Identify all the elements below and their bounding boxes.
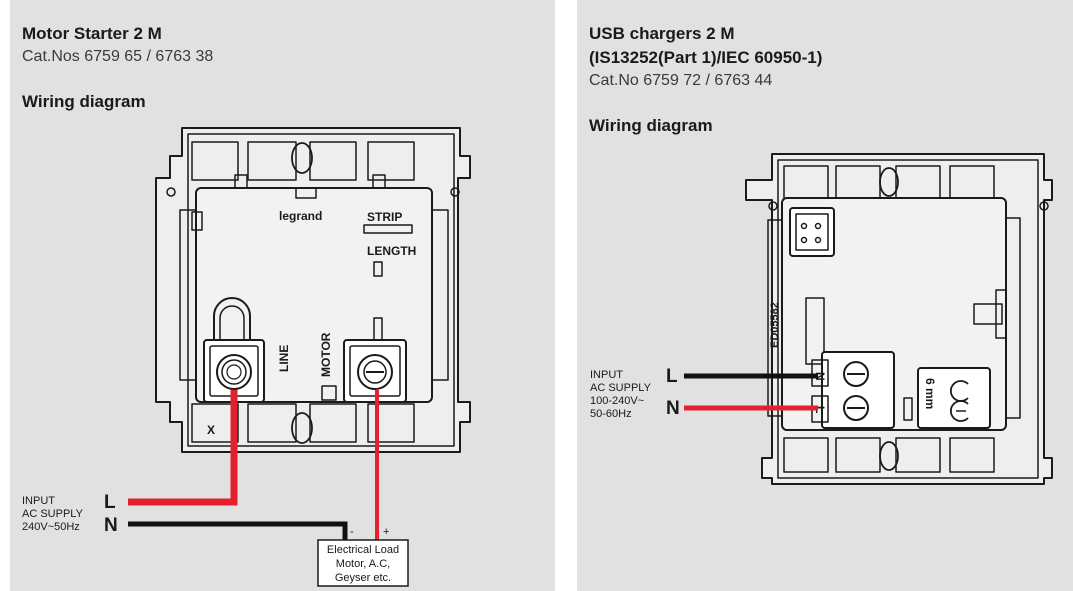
usb-n-label: N [666, 398, 680, 419]
usb-voltage-label: 100-240V~ [590, 395, 644, 407]
load-line-1: Electrical Load [327, 544, 399, 556]
minus-terminal: - [350, 526, 354, 538]
usb-frequency-label: 50-60Hz [590, 408, 632, 420]
neutral-wire-label: N [104, 515, 118, 536]
neutral-wire [128, 521, 348, 540]
input-label: INPUT [22, 495, 55, 507]
usb-charger-wiring-heading: Wiring diagram [589, 116, 713, 135]
usb-charger-device [745, 153, 1053, 485]
strip-label: STRIP [367, 210, 402, 224]
ac-supply-label: AC SUPPLY [22, 508, 84, 520]
voltage-label: 240V~50Hz [22, 521, 80, 533]
length-label: LENGTH [367, 244, 416, 258]
usb-ac-supply-label: AC SUPPLY [590, 382, 652, 394]
load-line-2: Motor, A.C, [336, 558, 390, 570]
usb-input-label: INPUT [590, 369, 623, 381]
line-terminal-label: L [813, 406, 827, 413]
live-wire [128, 390, 238, 506]
motor-terminal-label: MOTOR [319, 332, 333, 377]
live-wire-label: L [104, 492, 116, 513]
plus-terminal: + [383, 526, 389, 538]
neutral-terminal-label: N [813, 372, 827, 381]
strip-length-label: 6 mm [923, 378, 937, 409]
model-code: ED05582 [769, 302, 781, 348]
usb-charger-standard: (IS13252(Part 1)/IEC 60950-1) [589, 48, 823, 67]
usb-charger-title: USB chargers 2 M [589, 24, 735, 43]
usb-charger-catalog: Cat.No 6759 72 / 6763 44 [589, 72, 773, 89]
x-mark: X [207, 423, 215, 437]
legrand-logo: legrand [279, 209, 322, 223]
motor-starter-device [155, 127, 471, 453]
load-line-3: Geyser etc. [335, 572, 391, 584]
motor-starter-catalog: Cat.Nos 6759 65 / 6763 38 [22, 48, 214, 65]
line-terminal-label: LINE [277, 345, 291, 372]
motor-starter-wiring-heading: Wiring diagram [22, 92, 146, 111]
motor-starter-title: Motor Starter 2 M [22, 24, 162, 43]
electrical-load-box [317, 539, 409, 587]
usb-l-label: L [666, 366, 678, 387]
